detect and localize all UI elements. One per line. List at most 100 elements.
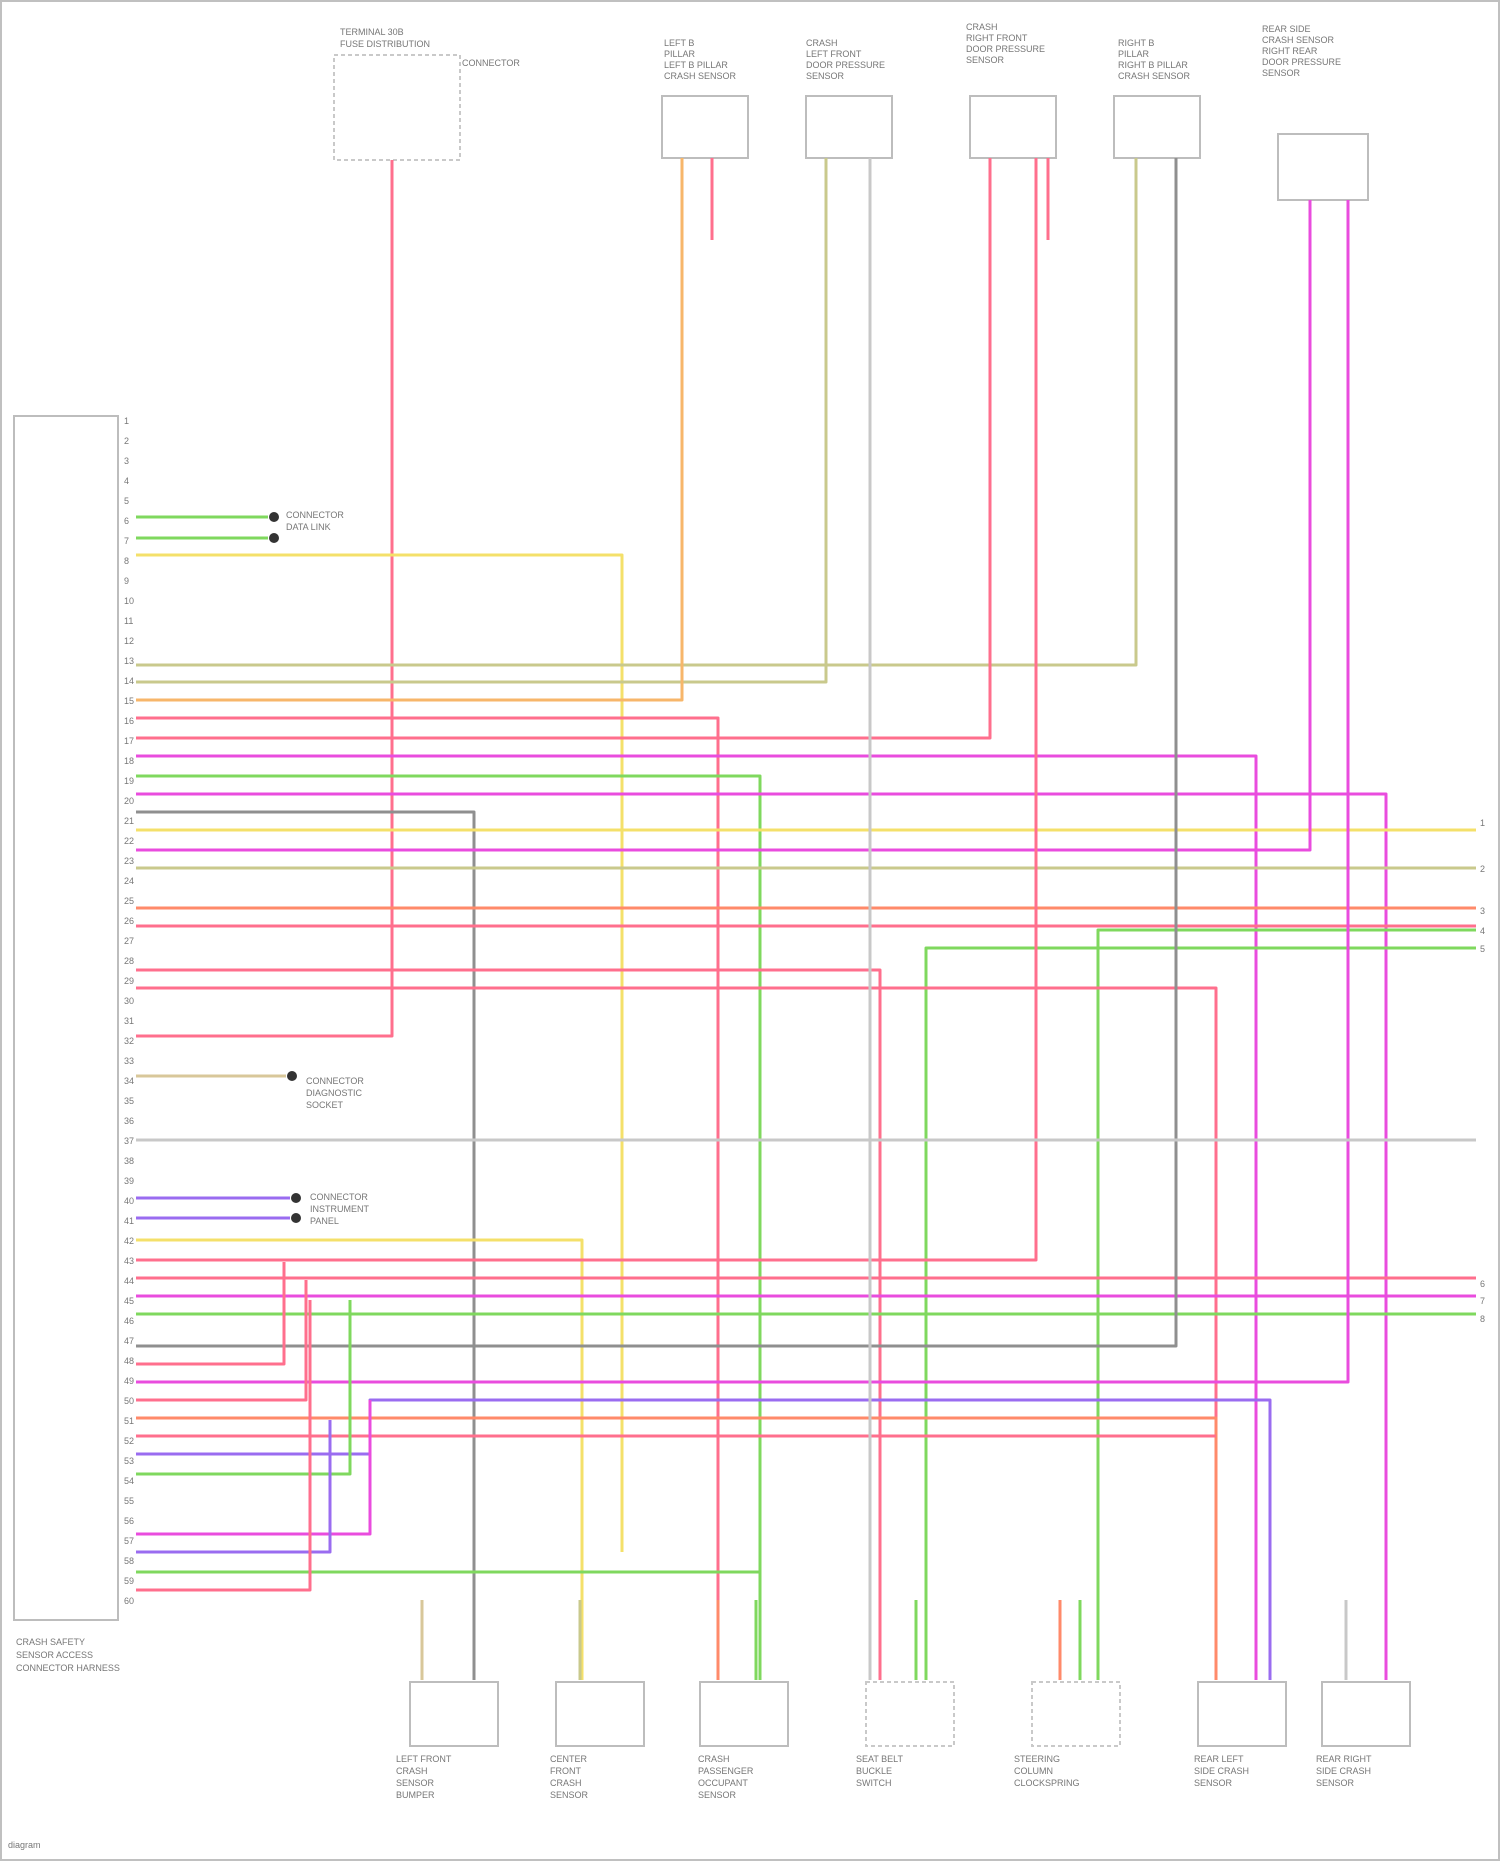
wire-31 bbox=[136, 158, 1176, 1346]
module-pin-11: 11 bbox=[124, 616, 133, 626]
module-label-line-1: CRASH SAFETY bbox=[16, 1637, 85, 1647]
bottom-3-line-2: PASSENGER bbox=[698, 1766, 754, 1776]
module-pin-3: 3 bbox=[124, 456, 129, 466]
bottom-1-line-2: CRASH bbox=[396, 1766, 428, 1776]
bottom-3-line-4: SENSOR bbox=[698, 1790, 737, 1800]
module-pin-27: 27 bbox=[124, 936, 134, 946]
bottom-6-line-2: SIDE CRASH bbox=[1194, 1766, 1249, 1776]
wire-27 bbox=[136, 158, 1036, 1260]
wire-7 bbox=[136, 158, 682, 700]
top-component-fuse: TERMINAL 30B FUSE DISTRIBUTION CONNECTOR bbox=[334, 27, 520, 160]
module-pin-19: 19 bbox=[124, 776, 134, 786]
module-pin-50: 50 bbox=[124, 1396, 134, 1406]
top-rear-side-line-3: RIGHT REAR bbox=[1262, 46, 1318, 56]
module-pin-42: 42 bbox=[124, 1236, 134, 1246]
module-pin-33: 33 bbox=[124, 1056, 134, 1066]
bottom-7-line-3: SENSOR bbox=[1316, 1778, 1355, 1788]
wire-20 bbox=[1098, 930, 1476, 1680]
bottom-component-2: CENTER FRONT CRASH SENSOR bbox=[550, 1682, 644, 1800]
wire-6 bbox=[136, 158, 826, 682]
top-component-fuse-note: CONNECTOR bbox=[462, 58, 520, 68]
module-pin-31: 31 bbox=[124, 1016, 134, 1026]
side-connector-data-link: CONNECTOR DATA LINK bbox=[269, 510, 344, 543]
module-pin-39: 39 bbox=[124, 1176, 134, 1186]
side-connector-2-line-2: DIAGNOSTIC bbox=[306, 1088, 363, 1098]
right-connector-label-8: 8 bbox=[1480, 1314, 1485, 1324]
right-connector-labels: 12345678 bbox=[1480, 818, 1485, 1324]
bottom-1-line-3: SENSOR bbox=[396, 1778, 435, 1788]
module-pin-5: 5 bbox=[124, 496, 129, 506]
bottom-component-5: STEERING COLUMN CLOCKSPRING bbox=[1014, 1682, 1120, 1788]
right-connector-label-3: 3 bbox=[1480, 906, 1485, 916]
module-pin-43: 43 bbox=[124, 1256, 134, 1266]
wire-1 bbox=[136, 160, 392, 1036]
top-rear-side-line-1: REAR SIDE bbox=[1262, 24, 1311, 34]
module-pin-16: 16 bbox=[124, 716, 134, 726]
bottom-component-1: LEFT FRONT CRASH SENSOR BUMPER bbox=[396, 1682, 498, 1800]
bottom-4-line-1: SEAT BELT bbox=[856, 1754, 904, 1764]
top-right-b-pillar-line-3: RIGHT B PILLAR bbox=[1118, 60, 1188, 70]
module-pin-13: 13 bbox=[124, 656, 134, 666]
side-connector-3-line-3: PANEL bbox=[310, 1216, 339, 1226]
bottom-5-line-3: CLOCKSPRING bbox=[1014, 1778, 1080, 1788]
module-pin-41: 41 bbox=[124, 1216, 134, 1226]
top-left-b-pillar-line-2: PILLAR bbox=[664, 49, 696, 59]
module-pin-52: 52 bbox=[124, 1436, 134, 1446]
module-pin-28: 28 bbox=[124, 956, 134, 966]
bottom-5-line-2: COLUMN bbox=[1014, 1766, 1053, 1776]
wire-40 bbox=[136, 1420, 330, 1552]
top-left-b-pillar-line-1: LEFT B bbox=[664, 38, 694, 48]
module-pin-6: 6 bbox=[124, 516, 129, 526]
module-pin-21: 21 bbox=[124, 816, 134, 826]
module-pin-29: 29 bbox=[124, 976, 134, 986]
bottom-component-3: CRASH PASSENGER OCCUPANT SENSOR bbox=[698, 1682, 788, 1800]
module-pin-54: 54 bbox=[124, 1476, 134, 1486]
module-pin-2: 2 bbox=[124, 436, 129, 446]
wire-22 bbox=[136, 988, 1216, 1680]
module-pin-53: 53 bbox=[124, 1456, 134, 1466]
module-pin-12: 12 bbox=[124, 636, 134, 646]
top-component-right-door: CRASH RIGHT FRONT DOOR PRESSURE SENSOR bbox=[966, 22, 1056, 158]
bottom-4-line-3: SWITCH bbox=[856, 1778, 892, 1788]
module-pin-18: 18 bbox=[124, 756, 134, 766]
side-connector-2-line-3: SOCKET bbox=[306, 1100, 344, 1110]
wire-37 bbox=[136, 1400, 1270, 1680]
module-pin-35: 35 bbox=[124, 1096, 134, 1106]
bottom-7-line-1: REAR RIGHT bbox=[1316, 1754, 1372, 1764]
module-pin-15: 15 bbox=[124, 696, 134, 706]
module-pin-23: 23 bbox=[124, 856, 134, 866]
top-right-door-line-4: SENSOR bbox=[966, 55, 1005, 65]
top-component-fuse-line-1: TERMINAL 30B bbox=[340, 27, 404, 37]
wire-2 bbox=[136, 555, 622, 1552]
footer-text: diagram bbox=[8, 1840, 41, 1850]
module-pin-46: 46 bbox=[124, 1316, 134, 1326]
module-pin-56: 56 bbox=[124, 1516, 134, 1526]
wire-38 bbox=[136, 1300, 350, 1474]
wire-13 bbox=[136, 812, 474, 1680]
module-pin-10: 10 bbox=[124, 596, 134, 606]
module-pin-59: 59 bbox=[124, 1576, 134, 1586]
module-pin-9: 9 bbox=[124, 576, 129, 586]
right-connector-label-4: 4 bbox=[1480, 926, 1485, 936]
bottom-6-line-3: SENSOR bbox=[1194, 1778, 1233, 1788]
top-left-b-pillar-line-4: CRASH SENSOR bbox=[664, 71, 737, 81]
module-pin-47: 47 bbox=[124, 1336, 134, 1346]
top-left-door-line-4: SENSOR bbox=[806, 71, 845, 81]
module-pin-49: 49 bbox=[124, 1376, 134, 1386]
wire-10 bbox=[136, 756, 1256, 1680]
top-component-rear-side: REAR SIDE CRASH SENSOR RIGHT REAR DOOR P… bbox=[1262, 24, 1368, 200]
module-label-line-2: SENSOR ACCESS bbox=[16, 1650, 93, 1660]
bottom-component-6: REAR LEFT SIDE CRASH SENSOR bbox=[1194, 1682, 1286, 1788]
right-connector-label-1: 1 bbox=[1480, 818, 1485, 828]
top-left-door-line-3: DOOR PRESSURE bbox=[806, 60, 885, 70]
bottom-3-line-1: CRASH bbox=[698, 1754, 730, 1764]
module-pin-34: 34 bbox=[124, 1076, 134, 1086]
module-pin-labels: 1234567891011121314151617181920212223242… bbox=[124, 416, 134, 1606]
top-right-door-line-2: RIGHT FRONT bbox=[966, 33, 1028, 43]
module-pin-40: 40 bbox=[124, 1196, 134, 1206]
right-connector-label-6: 6 bbox=[1480, 1279, 1485, 1289]
bottom-3-line-3: OCCUPANT bbox=[698, 1778, 748, 1788]
module-pin-22: 22 bbox=[124, 836, 134, 846]
module-label-line-3: CONNECTOR HARNESS bbox=[16, 1663, 120, 1673]
